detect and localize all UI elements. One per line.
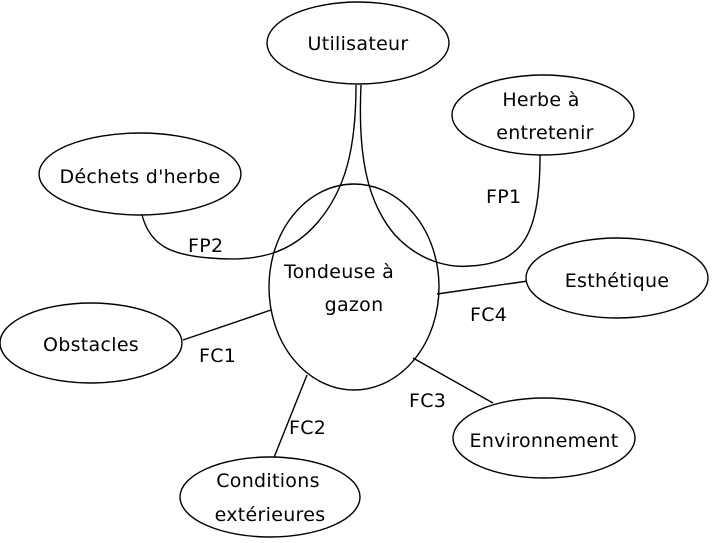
- function-fp2-label: FP2: [188, 235, 223, 257]
- center-label-line2: gazon: [325, 294, 384, 316]
- fc3-link: [412, 357, 494, 404]
- fp2-link: [141, 84, 357, 260]
- fp1-link: [359, 84, 541, 268]
- node-environnement-label: Environnement: [470, 430, 619, 452]
- node-obstacles-label: Obstacles: [43, 334, 139, 356]
- node-esthetique-label: Esthétique: [565, 270, 670, 292]
- node-obstacles: [0, 302, 183, 384]
- node-herbe-label-line2: entretenir: [496, 122, 594, 144]
- node-conditions-label-line1: Conditions: [216, 470, 320, 492]
- center-node: [268, 183, 440, 391]
- function-fc2-label: FC2: [289, 417, 326, 439]
- node-environnement: [452, 397, 636, 479]
- function-fp1-label: FP1: [486, 186, 521, 208]
- fc1-link: [182, 309, 272, 341]
- node-conditions-label-line2: extérieures: [215, 504, 326, 526]
- node-conditions: [179, 456, 361, 538]
- function-fc3-label: FC3: [409, 390, 446, 412]
- node-dechets-label: Déchets d'herbe: [60, 166, 221, 188]
- center-label-line1: Tondeuse à: [283, 261, 394, 283]
- node-utilisateur: [266, 1, 450, 85]
- node-utilisateur-label: Utilisateur: [307, 33, 408, 55]
- node-herbe: [451, 74, 635, 156]
- fc2-link: [272, 374, 308, 461]
- node-dechets: [38, 132, 242, 216]
- node-esthetique: [525, 237, 709, 319]
- function-fc1-label: FC1: [199, 345, 236, 367]
- function-fc4-label: FC4: [470, 304, 507, 326]
- node-herbe-label-line1: Herbe à: [502, 89, 579, 111]
- fc4-link: [436, 280, 529, 295]
